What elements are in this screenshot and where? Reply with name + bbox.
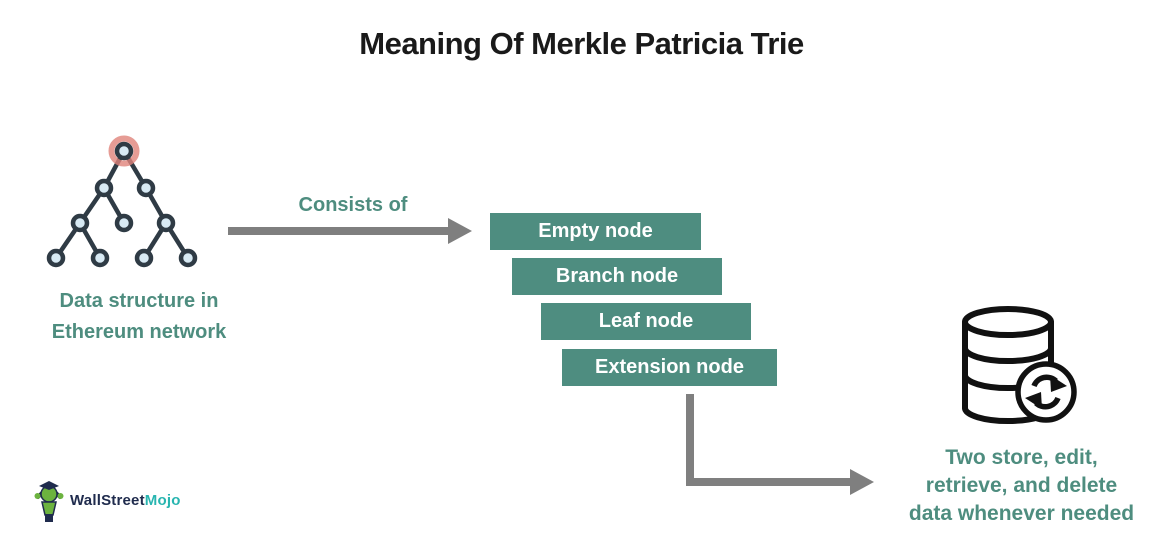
logo-text: WallStreetMojo — [70, 492, 181, 509]
node-type-bar-extension: Extension node — [562, 349, 777, 386]
storage-caption-line-2: retrieve, and delete — [925, 474, 1118, 497]
logo-text-primary: WallStreet — [70, 491, 145, 509]
storage-caption: Two store, edit, retrieve, and delete da… — [880, 444, 1163, 528]
binary-tree-icon — [46, 135, 198, 268]
sync-circle — [1015, 361, 1077, 423]
elbow-arrow-icon — [686, 394, 874, 495]
tree-caption-line-1: Data structure in — [59, 290, 219, 312]
database-sync-icon — [962, 306, 1077, 424]
consists-of-label: Consists of — [298, 194, 408, 216]
storage-caption-line-1: Two store, edit, — [945, 446, 1098, 469]
node-type-bar-branch: Branch node — [512, 258, 722, 295]
consists-arrow-icon — [228, 218, 472, 244]
tree-caption: Data structure in Ethereum network — [14, 286, 264, 348]
page-title: Meaning Of Merkle Patricia Trie — [359, 26, 804, 61]
sync-arrows-icon — [1025, 374, 1067, 410]
node-type-bar-empty: Empty node — [490, 213, 701, 250]
logo-text-accent: Mojo — [144, 491, 181, 509]
tree-caption-line-2: Ethereum network — [51, 321, 227, 343]
wallstreetmojo-logo: WallStreetMojo — [33, 477, 181, 523]
wallstreetmojo-mascot-icon — [34, 481, 64, 522]
root-node-halo — [108, 135, 140, 167]
node-type-bar-leaf: Leaf node — [541, 303, 751, 340]
storage-caption-line-3: data whenever needed — [908, 502, 1135, 525]
